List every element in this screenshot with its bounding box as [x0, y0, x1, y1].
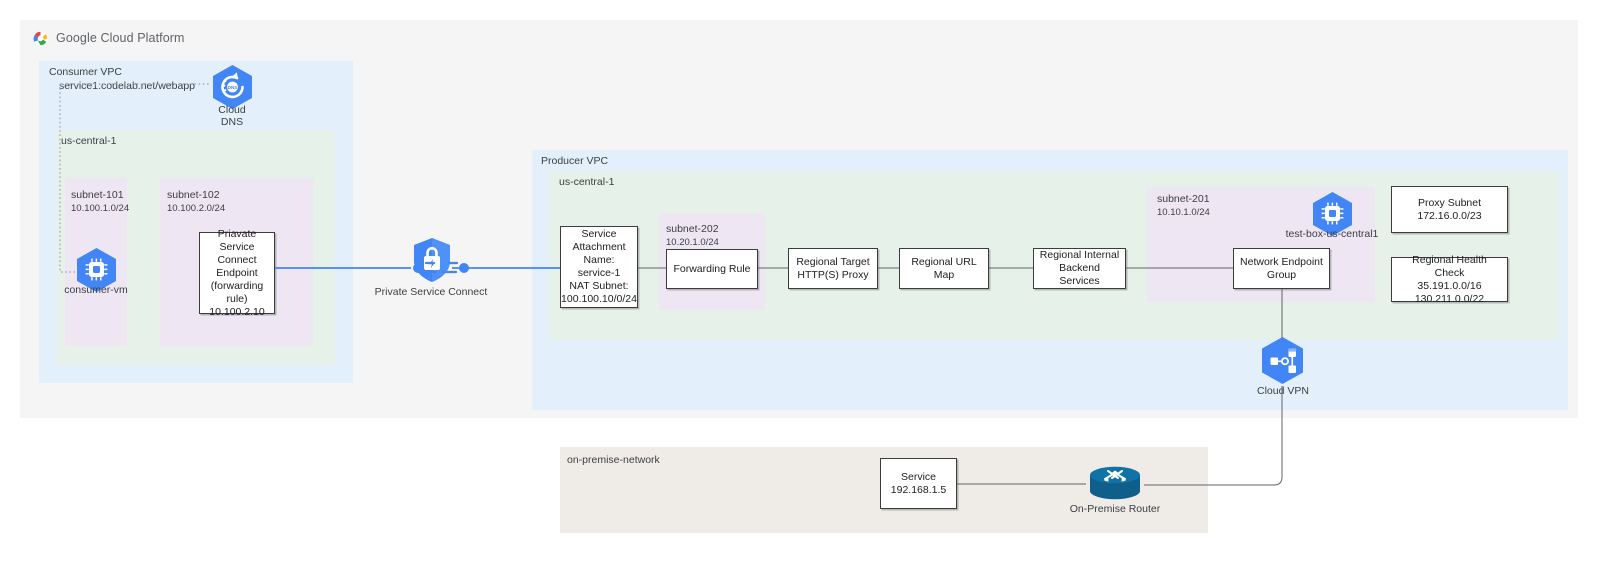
health-check-line3: 130.211.0.0/22 — [1414, 292, 1485, 305]
subnet-202-caption: subnet-202 10.20.1.0/24 — [666, 223, 719, 249]
proxy-subnet-line2: 172.16.0.0/23 — [1417, 209, 1482, 222]
producer-region-label: us-central-1 — [559, 176, 615, 188]
regional-health-check-node[interactable]: Regional Health Check 35.191.0.0/16 130.… — [1391, 253, 1508, 305]
onprem-service-line2: 192.168.1.5 — [890, 483, 947, 496]
subnet-201-caption: subnet-201 10.10.1.0/24 — [1157, 193, 1210, 219]
psc-endpoint-line4: 10.100.2.10 — [209, 305, 265, 318]
target-proxy-line1: Regional Target — [796, 255, 870, 268]
neg-line1: Network Endpoint — [1240, 255, 1323, 268]
google-cloud-logo-icon — [33, 30, 48, 46]
subnet-101-caption: subnet-101 10.100.1.0/24 — [71, 189, 129, 215]
forwarding-rule-node[interactable]: Forwarding Rule — [666, 249, 758, 289]
url-map-label: Regional URL Map — [911, 255, 977, 281]
backend-services-line2: Backend Services — [1059, 262, 1100, 287]
service-attachment-line4: NAT Subnet: — [569, 280, 629, 292]
on-premise-router-label: On-Premise Router — [1069, 503, 1161, 515]
consumer-vm-label: consumer-vm — [64, 284, 128, 296]
subnet-201-name: subnet-201 — [1157, 193, 1210, 205]
proxy-subnet-node[interactable]: Proxy Subnet 172.16.0.0/23 — [1391, 186, 1508, 233]
consumer-region-label: us-central-1 — [61, 135, 117, 147]
health-check-line1: Regional Health Check — [1412, 253, 1487, 279]
gcp-wordmark: Google Cloud Platform — [56, 31, 185, 45]
subnet-102-name: subnet-102 — [167, 189, 220, 201]
private-service-connect-icon — [411, 237, 453, 288]
cloud-dns-label-line1: Cloud — [218, 104, 246, 116]
cloud-vpn-label: Cloud VPN — [1257, 385, 1309, 397]
service-attachment-line1: Service — [581, 228, 617, 240]
consumer-vpc-label: Consumer VPC — [49, 66, 122, 78]
regional-url-map-node[interactable]: Regional URL Map — [899, 248, 989, 289]
forwarding-rule-label: Forwarding Rule — [673, 262, 751, 275]
service-attachment-line2: Attachment — [572, 241, 626, 253]
subnet-101-cidr: 10.100.1.0/24 — [71, 203, 130, 214]
subnet-102-caption: subnet-102 10.100.2.0/24 — [167, 189, 225, 215]
service-attachment-node[interactable]: Service Attachment Name: service-1 NAT S… — [560, 226, 638, 308]
neg-line2: Group — [1266, 268, 1297, 281]
health-check-line2: 35.191.0.0/16 — [1417, 279, 1482, 292]
subnet-201-cidr: 10.10.1.0/24 — [1157, 207, 1210, 218]
dns-record-label: service1.codelab.net/webapp — [59, 80, 196, 92]
private-service-connect-label: Private Service Connect — [374, 286, 488, 298]
cloud-dns-label-line2: DNS — [220, 116, 244, 128]
on-premise-service-node[interactable]: Service 192.168.1.5 — [880, 458, 957, 509]
producer-vpc-label: Producer VPC — [541, 155, 609, 167]
cloud-vpn-icon — [1259, 336, 1306, 391]
service-attachment-line5: 100.100.10/0/24 — [561, 293, 637, 305]
psc-endpoint-line1: Priavate Service — [217, 227, 257, 253]
test-box-label: test-box-us-central1 — [1285, 228, 1379, 240]
backend-services-node[interactable]: Regional Internal Backend Services — [1033, 248, 1126, 289]
subnet-102-cidr: 10.100.2.0/24 — [167, 203, 226, 214]
subnet-101-name: subnet-101 — [71, 189, 124, 201]
backend-services-line1: Regional Internal — [1039, 249, 1120, 261]
subnet-202-cidr: 10.20.1.0/24 — [666, 237, 719, 248]
gcp-header: Google Cloud Platform — [32, 27, 185, 49]
compute-vm-icon — [1311, 191, 1354, 242]
network-endpoint-group-node[interactable]: Network Endpoint Group — [1233, 248, 1330, 289]
psc-endpoint-node[interactable]: Priavate Service Connect Endpoint (forwa… — [199, 228, 275, 318]
psc-endpoint-line3: (forwarding rule) — [210, 279, 264, 305]
on-premise-router-icon — [1086, 462, 1144, 507]
target-proxy-line2: HTTP(S) Proxy — [797, 268, 869, 281]
psc-endpoint-line2: Connect Endpoint — [216, 253, 258, 279]
subnet-202-name: subnet-202 — [666, 223, 719, 235]
cloud-dns-label: Cloud DNS — [182, 104, 282, 128]
svg-text:DNS: DNS — [228, 85, 238, 90]
regional-target-proxy-node[interactable]: Regional Target HTTP(S) Proxy — [788, 248, 878, 289]
on-premise-network-label: on-premise-network — [567, 454, 660, 466]
cloud-dns-icon: DNS — [211, 64, 254, 115]
proxy-subnet-line1: Proxy Subnet — [1417, 196, 1482, 209]
service-attachment-line3: Name: service-1 — [577, 254, 621, 279]
consumer-vm-icon — [75, 247, 118, 298]
onprem-service-line1: Service — [900, 470, 936, 483]
